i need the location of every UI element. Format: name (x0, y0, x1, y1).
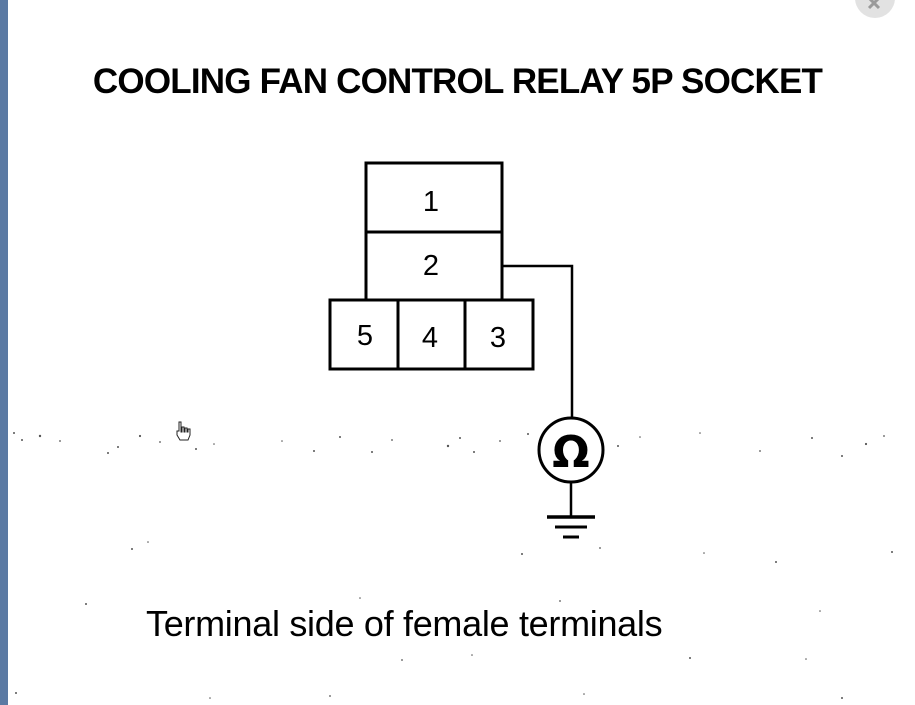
window-edge (0, 0, 8, 705)
terminal-5-cell: 5 (328, 298, 400, 371)
hand-cursor-icon (176, 421, 191, 441)
diagram-title: COOLING FAN CONTROL RELAY 5P SOCKET (92, 62, 823, 101)
terminal-1-cell: 1 (364, 161, 504, 234)
terminal-2-cell: 2 (364, 230, 504, 302)
terminal-4-label: 4 (422, 322, 438, 354)
close-button[interactable] (855, 0, 895, 18)
diagram-caption: Terminal side of female terminals (146, 603, 663, 644)
terminal-2-label: 2 (423, 250, 439, 282)
terminal-3-cell: 3 (463, 298, 535, 371)
terminal-3-label: 3 (490, 322, 506, 354)
ohm-symbol: Ω (552, 427, 589, 478)
test-lead-wire (502, 264, 574, 418)
terminal-5-label: 5 (357, 320, 373, 352)
close-icon (867, 0, 881, 10)
terminal-4-cell: 4 (396, 298, 467, 371)
ohmmeter-icon: Ω (537, 416, 605, 484)
terminal-1-label: 1 (423, 186, 439, 218)
scan-noise (13, 430, 893, 699)
ground-icon (547, 515, 595, 539)
